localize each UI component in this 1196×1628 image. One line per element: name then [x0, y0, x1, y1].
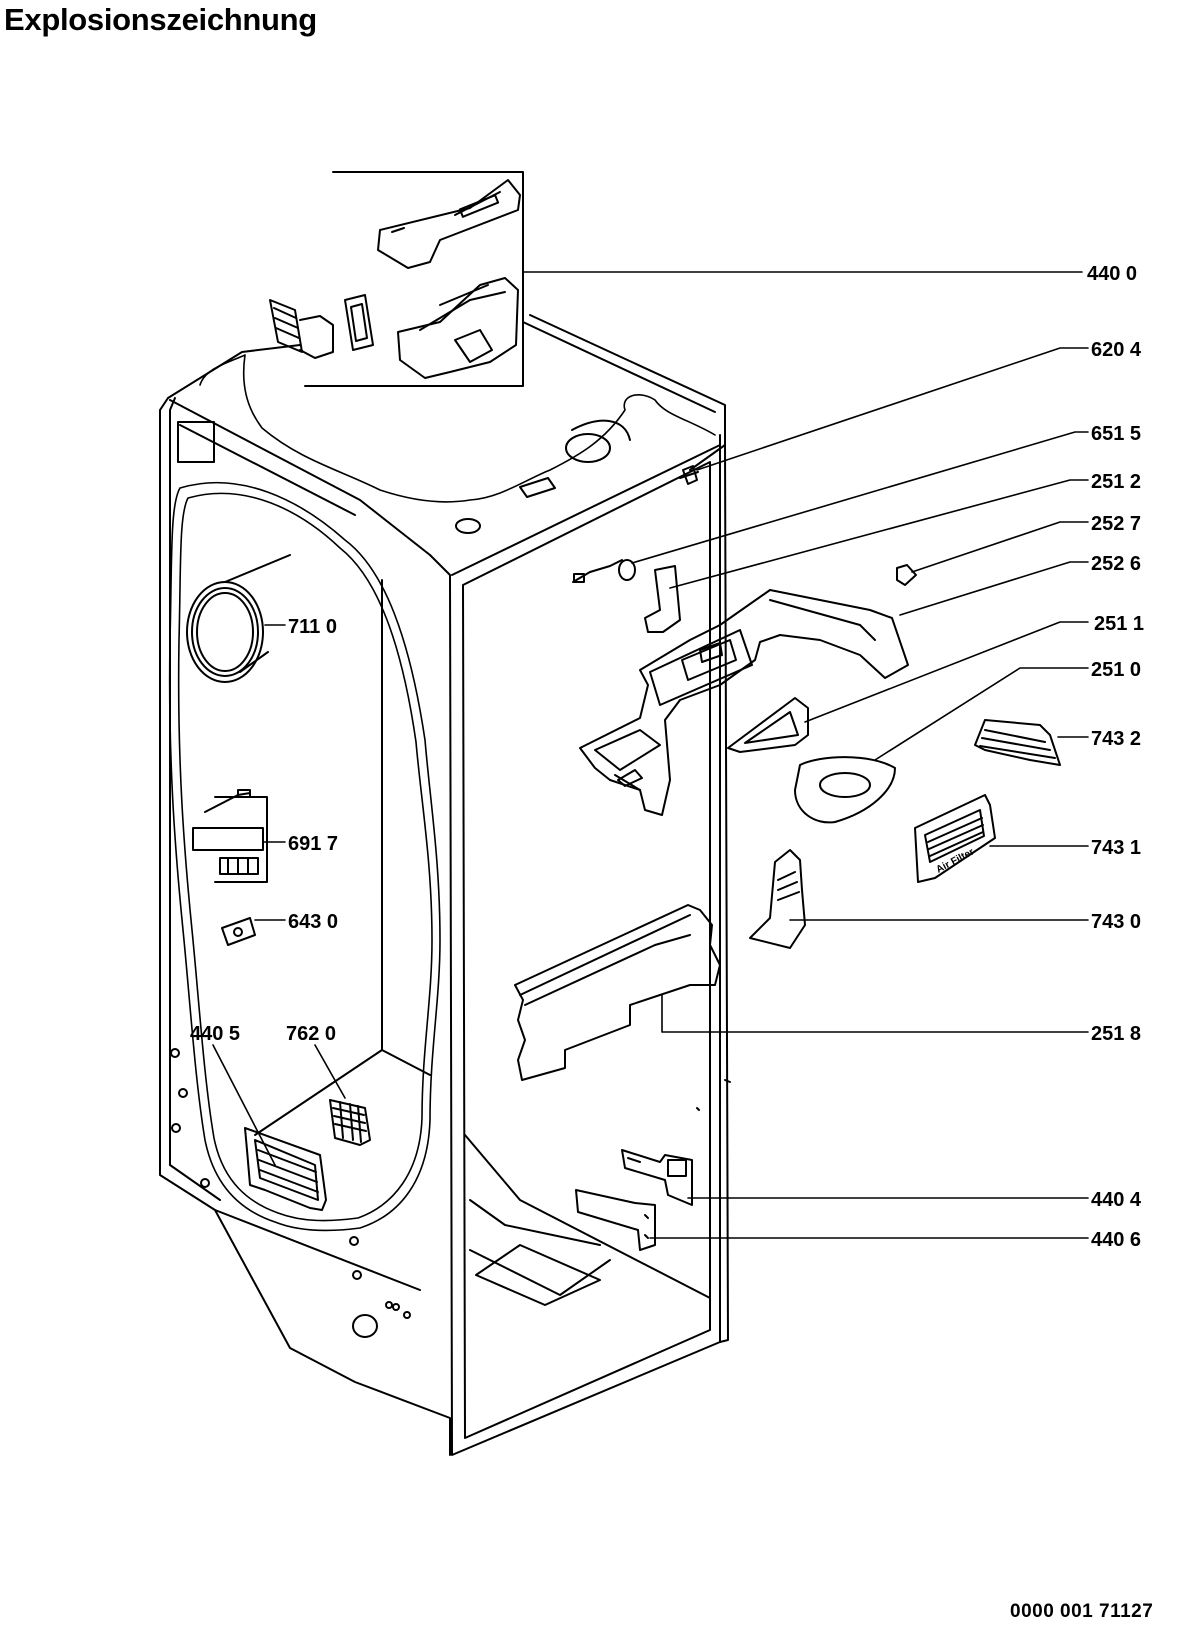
label-2512: 251 2	[1091, 471, 1141, 493]
part-7432	[974, 719, 1061, 766]
part-2511	[727, 697, 809, 753]
part-2526	[579, 589, 909, 816]
label-6430: 643 0	[288, 911, 338, 933]
part-6515	[572, 559, 636, 583]
part-7430	[749, 849, 806, 949]
part-4404	[621, 1149, 693, 1206]
cabinet-body	[159, 314, 731, 1456]
part-2527	[896, 564, 917, 586]
label-2527: 252 7	[1091, 513, 1141, 535]
part-4406	[575, 1189, 656, 1251]
label-6917: 691 7	[288, 833, 338, 855]
label-4406: 440 6	[1091, 1229, 1141, 1251]
label-2511: 251 1	[1094, 613, 1144, 635]
label-4404: 440 4	[1091, 1189, 1142, 1211]
document-number: 0000 001 71127	[1010, 1601, 1154, 1622]
part-2518	[514, 904, 721, 1081]
part-7110	[186, 554, 291, 683]
part-4405	[244, 1127, 327, 1211]
part-6430	[221, 917, 256, 946]
leader-lines	[212, 271, 1089, 1239]
label-6515: 651 5	[1091, 423, 1141, 445]
part-7620	[329, 1099, 371, 1146]
label-2510: 251 0	[1091, 659, 1141, 681]
label-7620: 762 0	[286, 1023, 336, 1045]
part-6917	[192, 789, 268, 883]
label-2526: 252 6	[1091, 553, 1141, 575]
part-7431: Air Filter	[914, 794, 996, 883]
part-4400-assembly	[269, 171, 524, 387]
label-7110: 711 0	[288, 616, 337, 638]
label-4400: 440 0	[1087, 263, 1137, 285]
part-2510	[794, 756, 896, 824]
label-4405: 440 5	[190, 1023, 240, 1045]
foam-insulation-outline	[168, 354, 716, 1232]
label-7430: 743 0	[1091, 911, 1141, 933]
part-2512	[644, 565, 681, 633]
label-6204: 620 4	[1091, 339, 1142, 361]
label-2518: 251 8	[1091, 1023, 1141, 1045]
label-7431: 743 1	[1091, 837, 1141, 859]
part-6204	[679, 465, 699, 485]
part-labels: 440 0 620 4 651 5 251 2 252 7 252 6 251 …	[190, 263, 1144, 1251]
label-7432: 743 2	[1091, 728, 1141, 750]
page-title: Explosionszeichnung	[4, 2, 317, 37]
